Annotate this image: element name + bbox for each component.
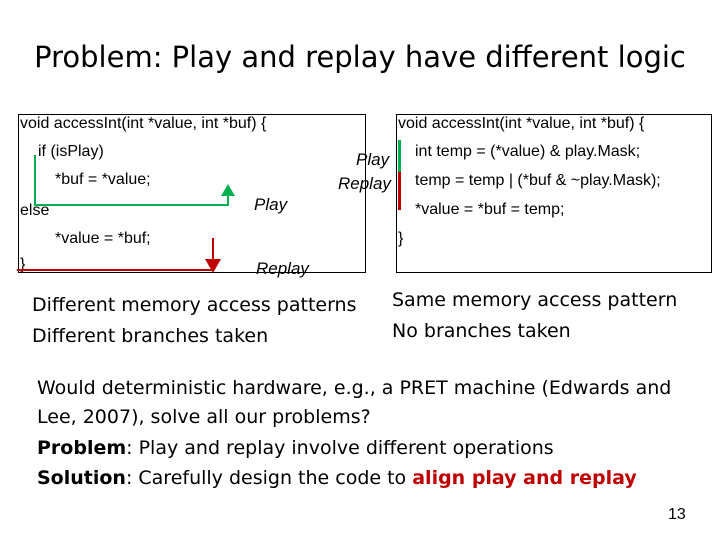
- left-code-line-1: void accessInt(int *value, int *buf) {: [20, 115, 267, 132]
- left-note-2: Different branches taken: [32, 325, 269, 347]
- right-code-line-4: *value = *buf = temp;: [415, 201, 565, 218]
- solution-highlight: align play and replay: [412, 467, 637, 489]
- right-code-line-1: void accessInt(int *value, int *buf) {: [398, 115, 645, 132]
- bottom-line-1: Would deterministic hardware, e.g., a PR…: [37, 377, 672, 399]
- play-path-line: [34, 204, 229, 206]
- play-path-line: [34, 155, 36, 206]
- play-arrow-head: [221, 184, 235, 196]
- right-code-close-brace: }: [398, 230, 404, 247]
- replay-path-line: [212, 238, 214, 270]
- replay-bar: [398, 172, 401, 210]
- replay-arrow-head: [205, 259, 221, 273]
- replay-path-line: [17, 269, 214, 271]
- right-note-1: Same memory access pattern: [392, 289, 678, 311]
- left-code-box: [18, 114, 366, 273]
- right-code-line-3: temp = temp | (*buf & ~play.Mask);: [415, 172, 661, 189]
- bottom-line-2: Lee, 2007), solve all our problems?: [37, 406, 371, 428]
- left-play-label: Play: [254, 195, 288, 214]
- right-replay-label: Replay: [338, 174, 391, 193]
- page-number: 13: [668, 506, 686, 523]
- solution-line: Solution: Carefully design the code to a…: [37, 467, 637, 489]
- left-replay-label: Replay: [256, 259, 309, 278]
- right-code-line-2: int temp = (*value) & play.Mask;: [415, 143, 641, 160]
- right-code-box: [396, 114, 712, 273]
- left-code-line-3: *buf = *value;: [55, 171, 151, 188]
- problem-line: Problem: Play and replay involve differe…: [37, 437, 554, 459]
- right-note-2: No branches taken: [392, 320, 571, 342]
- left-code-line-5: *value = *buf;: [55, 230, 151, 247]
- slide-title: Problem: Play and replay have different …: [34, 40, 686, 74]
- left-note-1: Different memory access patterns: [32, 294, 357, 316]
- solution-label: Solution: [37, 467, 126, 489]
- play-bar: [398, 140, 401, 180]
- left-code-line-2: if (isPlay): [38, 143, 104, 160]
- right-play-label: Play: [356, 150, 390, 169]
- play-path-line: [227, 192, 229, 206]
- left-code-line-4: else: [20, 202, 50, 219]
- left-code-close-brace: }: [20, 256, 26, 273]
- solution-text: : Carefully design the code to: [125, 467, 413, 489]
- problem-label: Problem: [37, 437, 127, 459]
- problem-text: : Play and replay involve different oper…: [126, 437, 554, 459]
